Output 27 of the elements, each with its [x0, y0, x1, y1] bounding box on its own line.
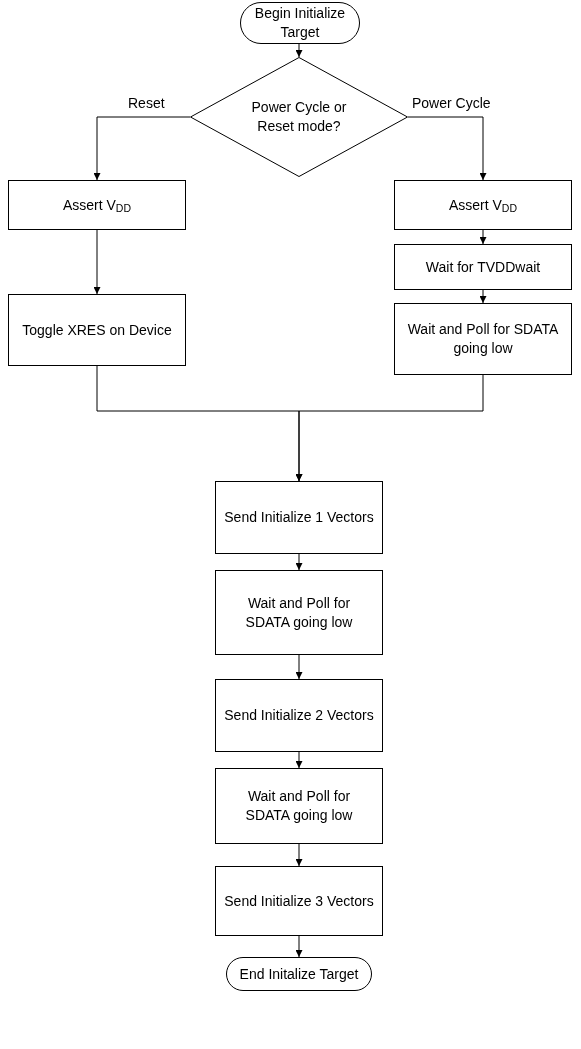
arrow	[479, 229, 487, 245]
terminal-box: End Initalize Target	[226, 957, 372, 991]
process-box: Send Initialize 3 Vectors	[215, 866, 383, 936]
decision-diamond: Power Cycle or Reset mode?	[190, 57, 408, 177]
arrow	[93, 229, 101, 295]
arrow	[295, 654, 303, 680]
arrow	[295, 751, 303, 769]
edge-label: Reset	[128, 96, 165, 110]
process-box: Wait and Poll for SDATA going low	[394, 303, 572, 375]
terminal-box: Begin Initialize Target	[240, 2, 360, 44]
process-box: Send Initialize 2 Vectors	[215, 679, 383, 752]
process-box: Assert V$_{DD}$	[8, 180, 186, 230]
edge-label: Power Cycle	[412, 96, 491, 110]
arrow	[295, 843, 303, 867]
arrow	[407, 116, 487, 181]
arrow	[295, 553, 303, 571]
arrow	[295, 374, 484, 482]
process-box: Toggle XRES on Device	[8, 294, 186, 366]
arrow	[295, 43, 303, 58]
process-box: Send Initialize 1 Vectors	[215, 481, 383, 554]
arrow	[295, 935, 303, 958]
process-box: Wait and Poll for SDATA going low	[215, 570, 383, 655]
arrow	[479, 289, 487, 304]
process-box: Wait for TVDDwait	[394, 244, 572, 290]
process-box: Wait and Poll for SDATA going low	[215, 768, 383, 844]
process-box: Assert V$_{DD}$	[394, 180, 572, 230]
arrow	[93, 116, 191, 181]
